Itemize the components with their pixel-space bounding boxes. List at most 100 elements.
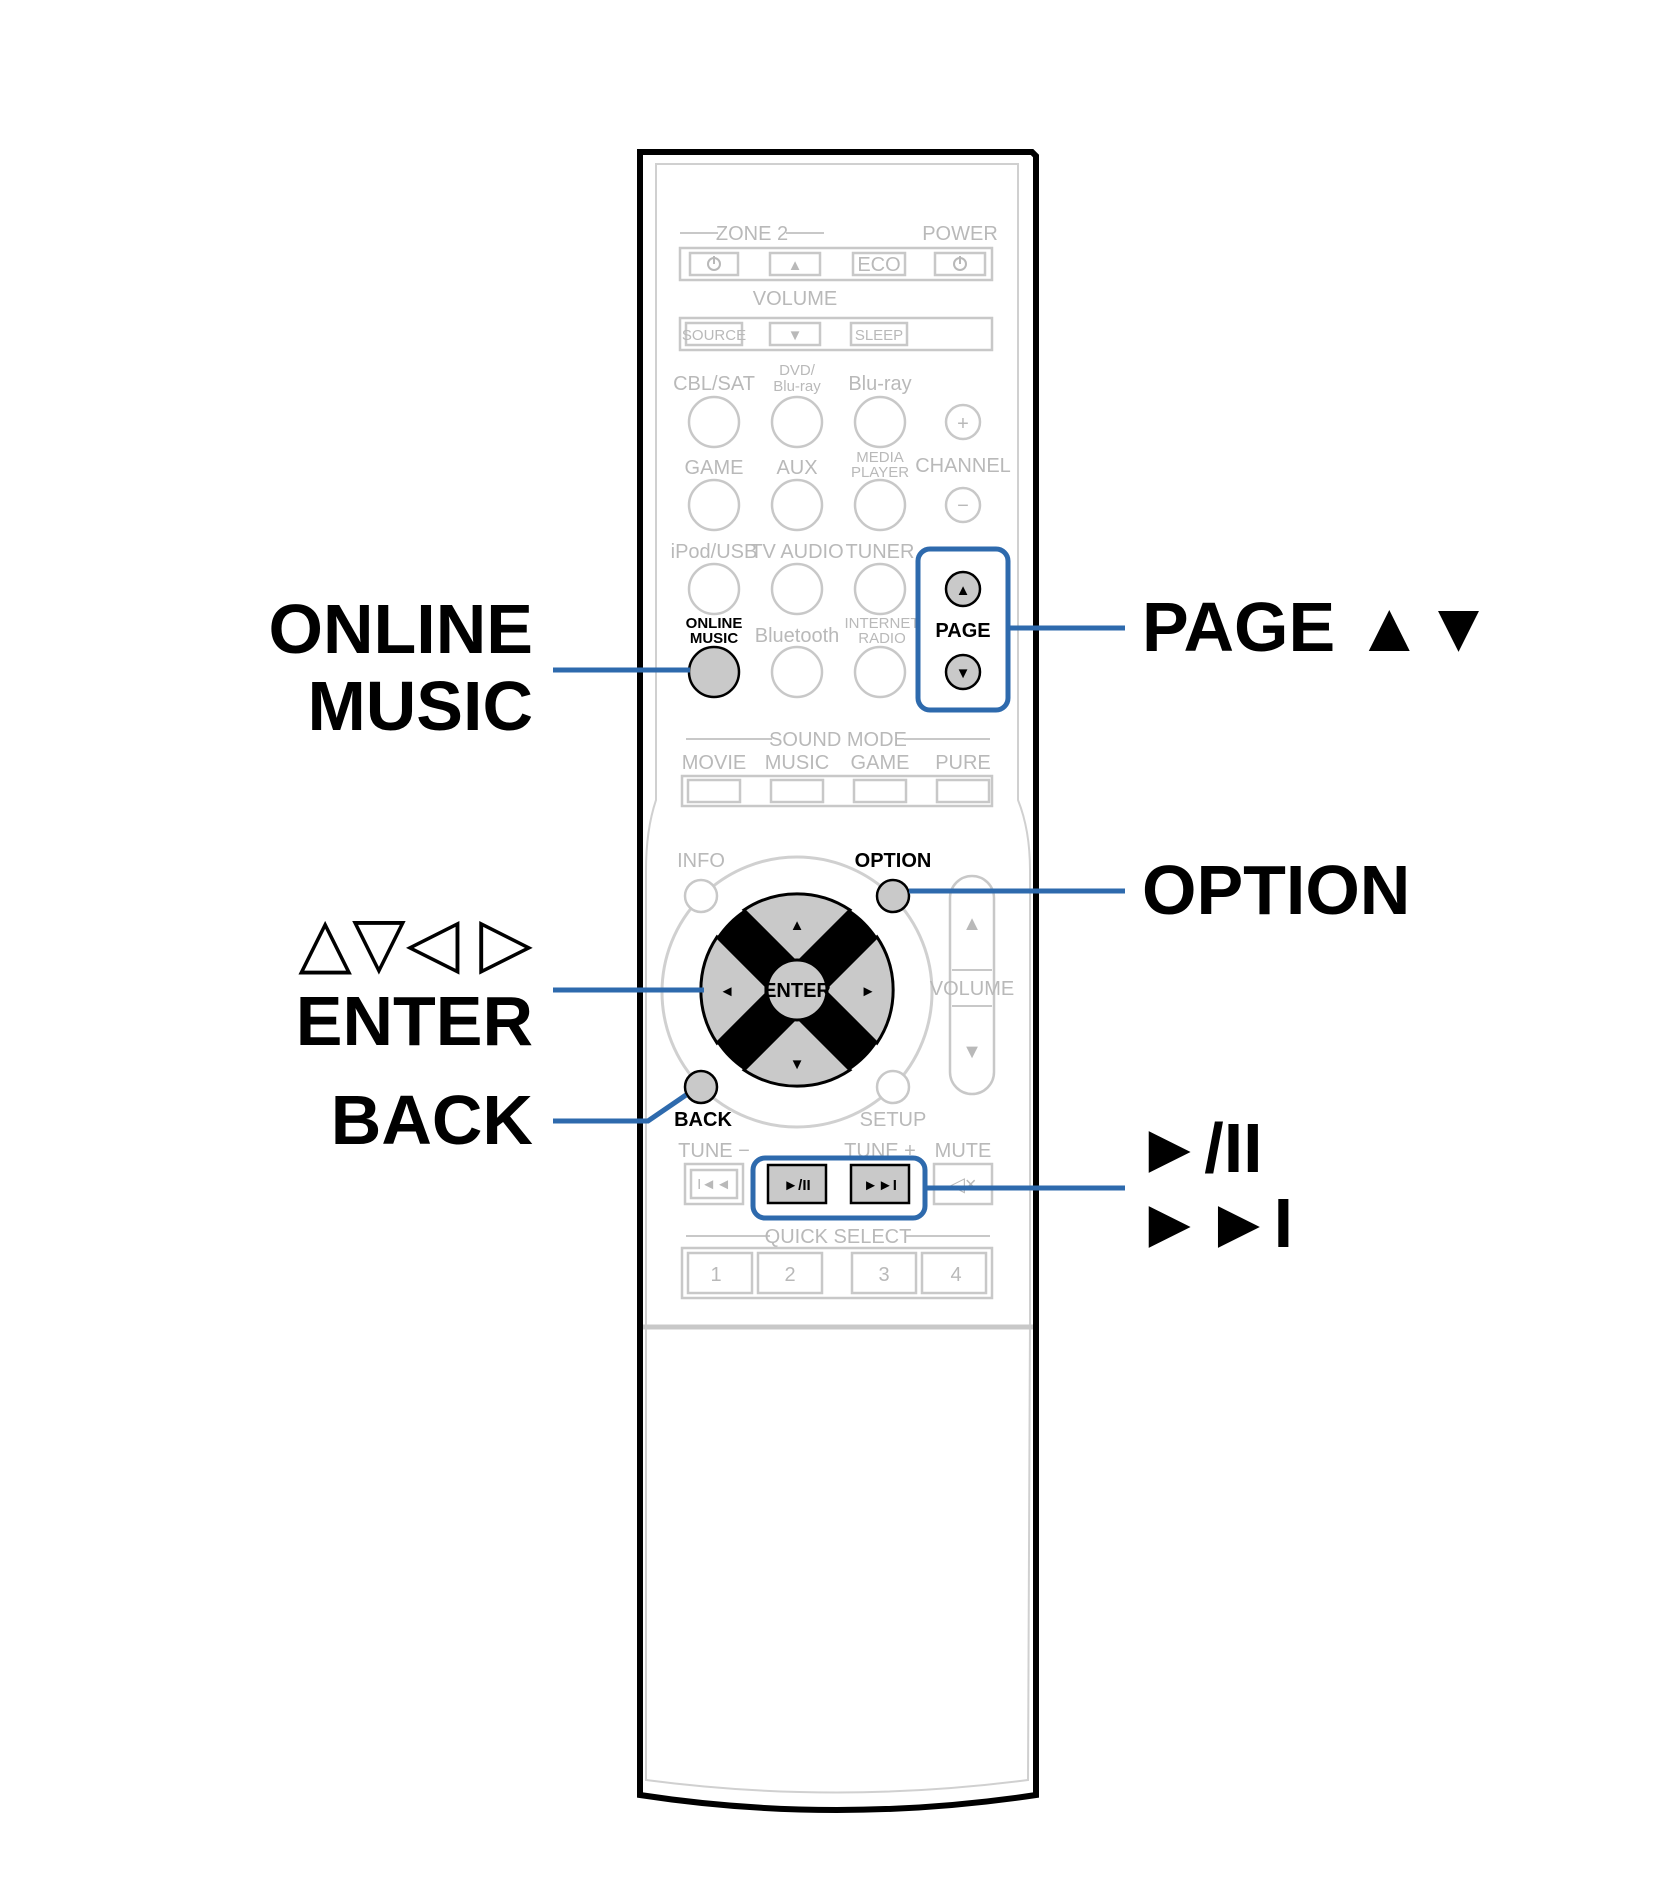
cursor-up-button[interactable] [741,892,853,966]
sound-mode-section: SOUND MODE MOVIE MUSIC GAME PURE [680,729,994,808]
game-label: GAME [685,457,744,479]
info-label: INFO [677,850,725,872]
sleep-button[interactable]: SLEEP [849,321,909,347]
internet-radio-label-line2: RADIO [858,630,906,647]
aux-button[interactable] [770,478,824,532]
tuner-button[interactable] [853,562,907,616]
cursor-section: INFO OPTION ▲ ▼ ◄ ► ENTER BACK SETUP ▲ [660,850,1014,1131]
page-section: ▲ PAGE ▼ [915,546,1011,713]
down-triangle-icon: ▼ [788,327,803,344]
mute-label: MUTE [935,1140,992,1162]
tv-audio-button[interactable] [770,562,824,616]
bluetooth-button[interactable] [770,645,824,699]
online-music-button[interactable] [687,645,741,699]
previous-track-button[interactable]: I◄◄ [683,1162,745,1206]
play-pause-callout-label: ►/II [1135,1109,1263,1187]
quick-select-2-label: 2 [784,1264,795,1286]
quick-select-section: QUICK SELECT 1 2 3 4 [680,1226,994,1300]
zone2-volume-down-button[interactable]: ▼ [768,321,822,347]
music-button[interactable] [769,778,825,804]
eco-label: ECO [857,254,900,276]
quick-select-1-label: 1 [710,1264,721,1286]
info-button[interactable] [683,878,719,914]
channel-up-button[interactable]: + [944,403,982,441]
internet-radio-button[interactable] [853,645,907,699]
previous-icon: I◄◄ [697,1176,731,1193]
game-button[interactable] [687,478,741,532]
volume-down-button[interactable]: ▼ [962,1041,982,1063]
minus-icon: − [957,495,969,517]
back-button[interactable] [683,1069,719,1105]
page-up-icon: ▲ [956,582,971,599]
quick-select-1-button[interactable] [686,1251,754,1295]
tune-minus-label: TUNE − [678,1140,750,1162]
bluray-label: Blu-ray [848,373,911,395]
cursor-right-button[interactable] [821,934,895,1046]
ipod-usb-button[interactable] [687,562,741,616]
dvd-label-line1: DVD/ [779,362,816,379]
movie-button[interactable] [686,778,742,804]
online-music-label-line1: ONLINE [686,615,743,632]
media-player-label-line2: PLAYER [851,464,909,481]
pure-button[interactable] [935,778,991,804]
online-music-callout-line2: MUSIC [307,667,533,745]
game-mode-button[interactable] [852,778,908,804]
bluray-button[interactable] [853,395,907,449]
aux-label: AUX [776,457,817,479]
cursor-down-button[interactable] [741,1014,853,1088]
zone2-section: ZONE 2 POWER ▲ ECO [678,223,998,282]
next-icon: ►►I [863,1177,897,1194]
quick-select-2-button[interactable] [756,1251,824,1295]
cbl-sat-button[interactable] [687,395,741,449]
main-power-button[interactable] [933,251,987,277]
movie-label: MOVIE [682,752,746,774]
eco-button[interactable]: ECO [851,251,907,277]
quick-select-3-label: 3 [878,1264,889,1286]
cursor-arrows-callout-label: △▽◁ ▷ [298,903,533,981]
sound-mode-label: SOUND MODE [769,729,907,751]
tuner-label: TUNER [846,541,915,563]
dvd-bluray-button[interactable] [770,395,824,449]
quick-select-label: QUICK SELECT [765,1226,912,1248]
play-pause-icon: ►/II [783,1177,810,1194]
callout-lines [553,625,1125,1191]
zone2-volume-section: VOLUME SOURCE ▼ SLEEP [678,288,994,352]
channel-down-button[interactable]: − [944,486,982,524]
play-pause-button[interactable]: ►/II [766,1163,828,1205]
next-track-button[interactable]: ►►I [849,1163,911,1205]
volume-side-label: VOLUME [930,978,1014,1000]
up-triangle-icon: ▲ [788,257,803,274]
internet-radio-label-line1: INTERNET [845,615,920,632]
page-up-button[interactable]: ▲ [944,570,982,608]
zone2-volume-label: VOLUME [753,288,837,310]
sleep-label: SLEEP [855,327,903,344]
page-callout-label: PAGE ▲▼ [1142,588,1493,666]
page-down-button[interactable]: ▼ [944,653,982,691]
zone2-volume-up-button[interactable]: ▲ [768,251,822,277]
volume-up-button[interactable]: ▲ [962,913,982,935]
media-player-label-line1: MEDIA [856,449,904,466]
dvd-label-line2: Blu-ray [773,378,821,395]
up-arrow-icon: ▲ [790,917,805,934]
page-label: PAGE [935,620,990,642]
source-button[interactable]: SOURCE [682,321,746,347]
mute-button[interactable]: ◁× [932,1162,994,1206]
page-down-icon: ▼ [956,665,971,682]
cbl-sat-label: CBL/SAT [673,373,755,395]
source-label: SOURCE [682,327,746,344]
quick-select-3-button[interactable] [850,1251,918,1295]
zone2-power-button[interactable] [688,251,740,277]
option-button[interactable] [875,878,911,914]
power-label: POWER [922,223,998,245]
channel-label: CHANNEL [915,455,1011,477]
quick-select-4-button[interactable] [920,1251,988,1295]
bluetooth-label: Bluetooth [755,625,840,647]
down-arrow-icon: ▼ [790,1056,805,1073]
setup-button[interactable] [875,1069,911,1105]
cursor-left-button[interactable] [699,934,773,1046]
media-player-button[interactable] [853,478,907,532]
enter-label: ENTER [763,980,831,1002]
enter-button[interactable] [765,958,829,1022]
pure-label: PURE [935,752,991,774]
